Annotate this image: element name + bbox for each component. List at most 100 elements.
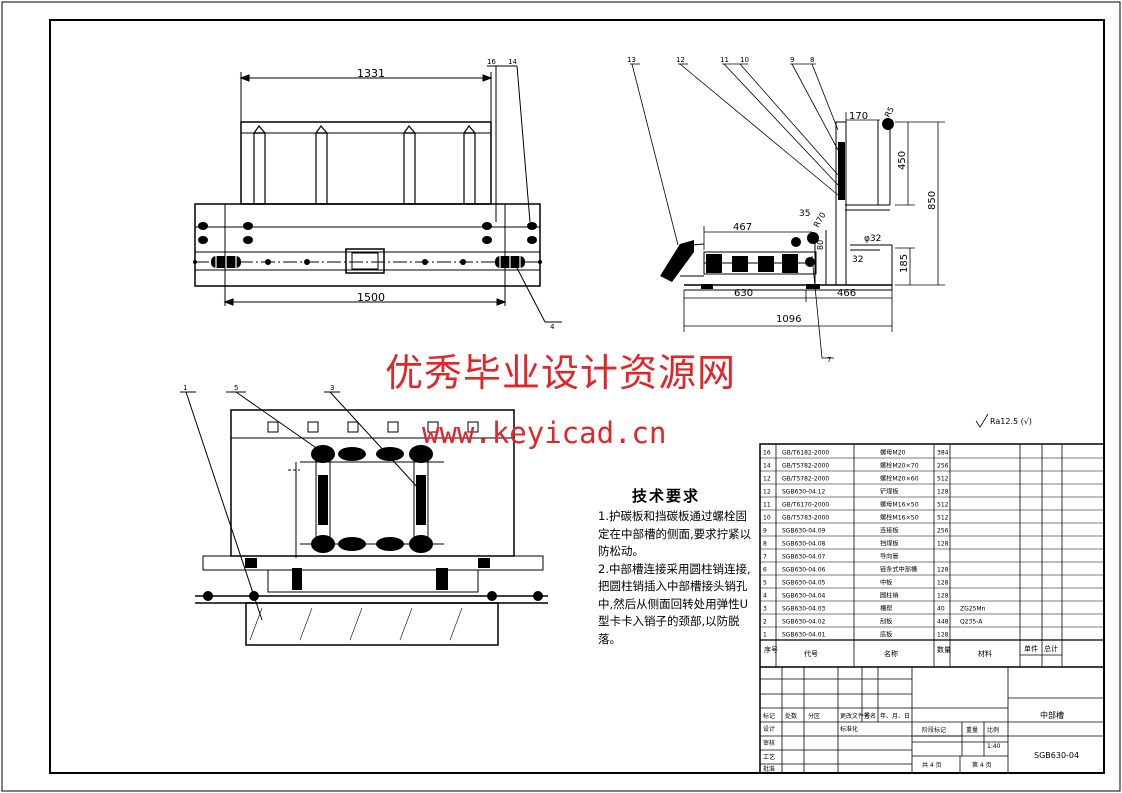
bom-cell-name: 螺栓M16×50 [880, 514, 919, 522]
dim-467: 467 [733, 222, 752, 233]
bom-cell-code: SGB630-04.01 [782, 632, 826, 639]
stage-label: 阶段标记 [922, 726, 946, 734]
bom-cell-seq: 4 [763, 593, 767, 600]
bom-cell-code: GB/T6182-2000 [782, 450, 829, 457]
bom-cell-code: SGB630-04.04 [782, 593, 826, 600]
bom-cell-code: SGB630-04.06 [782, 567, 826, 574]
bom-cell-qty: 512 [937, 515, 949, 522]
bom-cell-code: SGB630-04.02 [782, 619, 826, 626]
bom-cell-code: GB/T6170-2000 [782, 502, 829, 509]
sign-label: 处数 [785, 712, 797, 720]
signature-labels: 标记处数分区更改文件号签名年、月、日 [763, 712, 910, 720]
dim-32: 32 [852, 255, 863, 265]
bom-cell-qty: 384 [937, 450, 949, 457]
bom-cell-seq: 14 [763, 463, 771, 470]
bom-cell-code: SGB630-04.09 [782, 528, 826, 535]
bom-cell-code: GB/T5783-2000 [782, 515, 829, 522]
bom-cell-name: 槽帮 [880, 605, 892, 613]
title-block-lines [759, 443, 1105, 774]
sign-label: 更改文件号 [840, 712, 870, 720]
roughness-note: Ra12.5 (√) [990, 417, 1032, 426]
inner-frame [49, 19, 1105, 774]
balloon-7: 7 [827, 356, 831, 364]
bom-cell-qty: 512 [937, 476, 949, 483]
dim-185: 185 [899, 254, 910, 273]
plan-view-dims [223, 65, 562, 323]
std-label: 标准化 [840, 725, 858, 733]
bom-cell-code: SGB630-04.05 [782, 580, 826, 587]
balloon-13: 13 [627, 56, 636, 64]
bom-cell-qty: 128 [937, 580, 949, 587]
bom-cell-name: 挡煤板 [880, 540, 899, 548]
bom-cell-name: 螺母M20 [880, 449, 906, 457]
plan-view-hatch [215, 256, 521, 268]
section-view-solid [203, 445, 543, 601]
balloon-3: 3 [330, 384, 334, 392]
dim-450: 450 [897, 151, 908, 170]
role-label: 批准 [763, 765, 775, 773]
bom-cell-name: 铲煤板 [880, 488, 899, 496]
balloon-14: 14 [508, 58, 517, 66]
bom-cell-qty: 40 [937, 606, 945, 613]
balloon-12: 12 [676, 56, 685, 64]
sheet-count: 共 4 页 [922, 761, 942, 769]
dim-r70: R70 [812, 211, 828, 229]
bom-cell-qty: 256 [937, 528, 949, 535]
scale-value: 1:40 [987, 743, 1001, 750]
balloon-5: 5 [234, 384, 238, 392]
bom-cell-seq: 16 [763, 450, 771, 457]
role-label: 工艺 [763, 753, 775, 761]
dim-1500: 1500 [357, 291, 385, 304]
dim-1331: 1331 [357, 67, 385, 80]
bom-cell-seq: 7 [763, 554, 767, 561]
bom-cell-qty: 448 [937, 619, 949, 626]
bom-cell-seq: 8 [763, 541, 767, 548]
bom-cell-name: 底板 [880, 631, 892, 639]
bom-cell-qty: 512 [937, 502, 949, 509]
bom-cell-seq: 6 [763, 567, 767, 574]
tech-requirement-item: 2.中部槽连接采用圆柱销连接,把圆柱销插入中部槽接头销孔中,然后从侧面回转处用弹… [598, 561, 751, 646]
balloon-8: 8 [810, 56, 814, 64]
balloon-10: 10 [740, 56, 749, 64]
side-view-dims [630, 63, 945, 359]
bom-cell-seq: 2 [763, 619, 767, 626]
bom-cell-name: 连接板 [880, 527, 899, 535]
bom-cell-name: 中板 [880, 579, 892, 587]
dim-35: 35 [799, 209, 810, 219]
bom-cell-name: 刮板 [880, 618, 892, 626]
bom-cell-seq: 9 [763, 528, 767, 535]
drawing-number: SGB630-04 [1034, 751, 1079, 760]
bom-cell-name: 导向管 [880, 553, 899, 561]
watermark-title: 优秀毕业设计资源网 [385, 351, 737, 395]
bom-header-code: 代号 [804, 649, 818, 658]
weight-label: 重量 [966, 726, 978, 734]
bom-cell-name: 螺栓M20×70 [880, 462, 919, 470]
bom-cell-seq: 11 [763, 502, 771, 509]
bom-cell-qty: 128 [937, 593, 949, 600]
dim-phi32: φ32 [864, 234, 881, 244]
bom-cell-code: SGB630-04.03 [782, 606, 826, 613]
balloon-9: 9 [790, 56, 794, 64]
dim-r5: R5 [883, 105, 896, 119]
bom-cell-code: GB/T5782-2000 [782, 463, 829, 470]
roughness-symbol [975, 413, 989, 428]
bom-header-name: 名称 [884, 649, 898, 658]
sign-label: 标记 [763, 712, 775, 720]
sheet-number: 第 4 页 [972, 761, 992, 769]
bom-cell-name: 螺母M16×50 [880, 501, 919, 509]
bom-header-unit-weight: 单件 [1024, 644, 1038, 653]
bom-cell-name: 链条式中部槽 [880, 566, 917, 574]
bom-cell-code: SGB630-04.08 [782, 541, 826, 548]
bom-cell-name: 螺栓M20×60 [880, 475, 919, 483]
tech-requirements-title: 技术要求 [632, 487, 701, 505]
bom-cell-seq: 3 [763, 606, 767, 613]
sign-label: 年、月、日 [880, 712, 910, 720]
bom-cell-code: SGB630-04.07 [782, 554, 826, 561]
plan-view [194, 72, 541, 287]
balloon-1: 1 [183, 384, 187, 392]
side-view-solid [660, 118, 894, 289]
dim-170: 170 [849, 111, 868, 122]
